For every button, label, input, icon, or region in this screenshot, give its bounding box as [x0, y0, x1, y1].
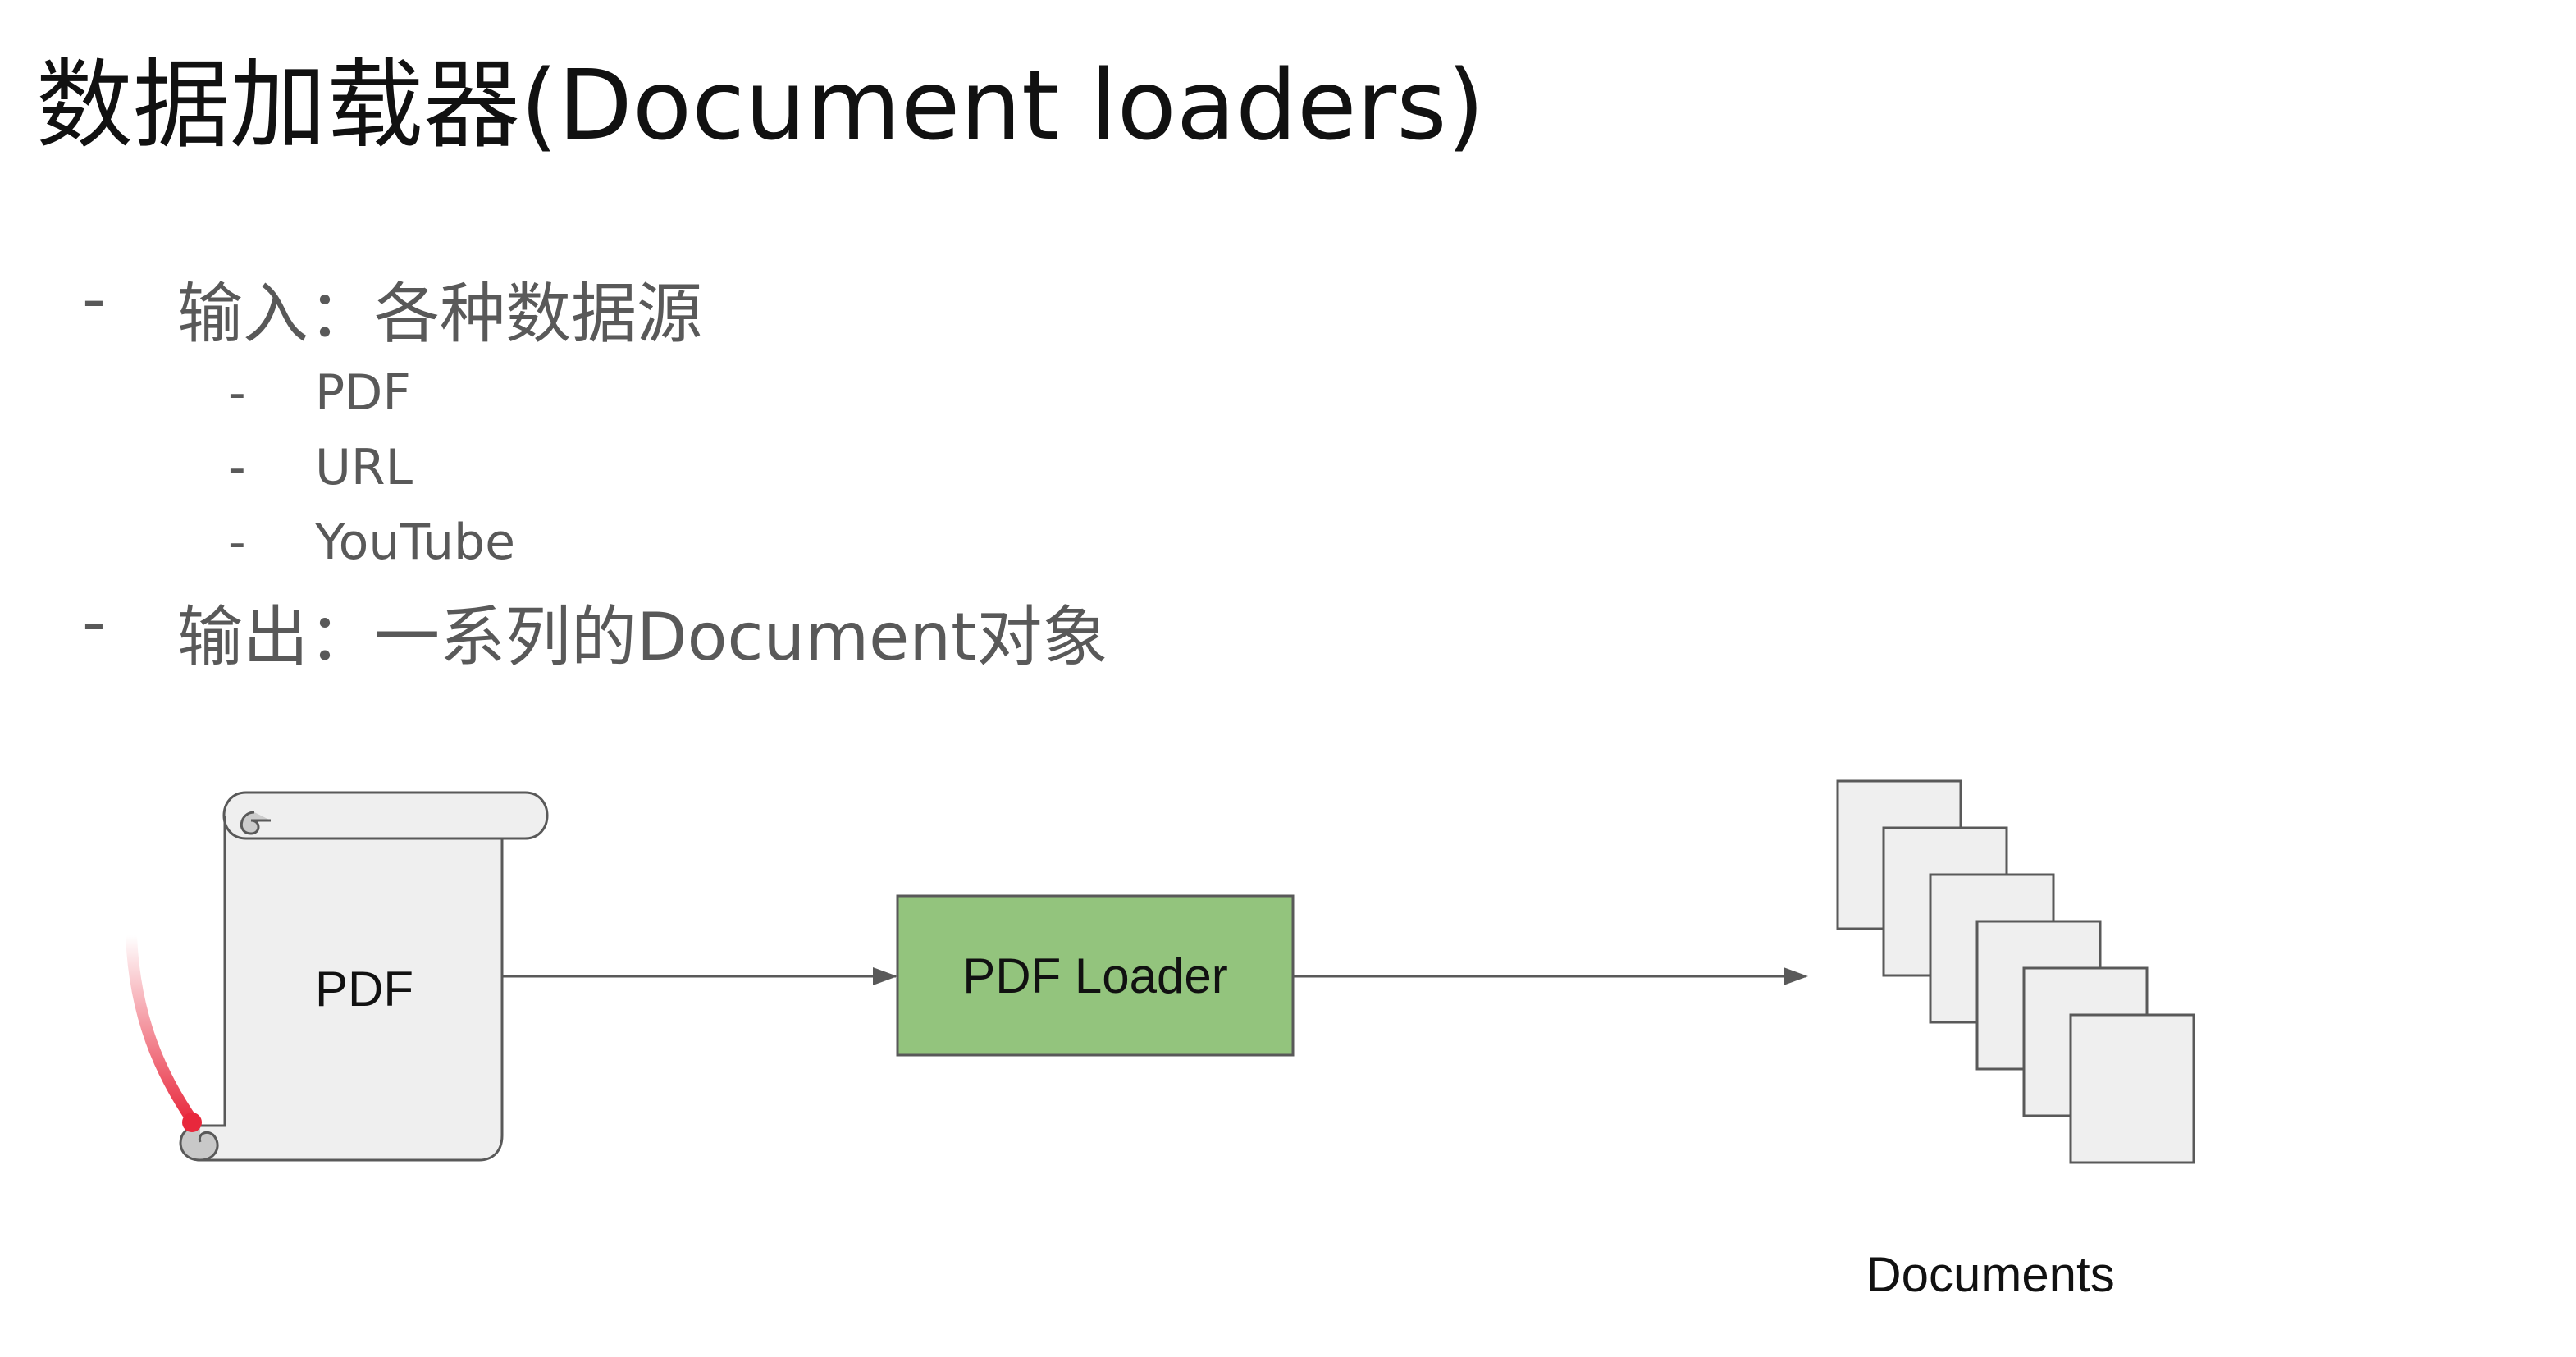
bullet-dash: -: [228, 514, 246, 571]
documents-label: Documents: [1866, 1247, 2114, 1302]
pointer-dot: [182, 1113, 202, 1132]
bullet-dash: -: [228, 364, 246, 422]
pdf-scroll-top-curl: [240, 811, 271, 835]
pdf-loader-node: PDF Loader: [896, 894, 1295, 1057]
document-page: [2069, 1013, 2195, 1164]
pdf-scroll-label: PDF: [315, 962, 413, 1017]
bullet-dash: -: [82, 584, 106, 660]
bullet-dash: -: [228, 439, 246, 496]
documents-node: Documents: [1836, 779, 2195, 1302]
sub-bullet-url-text: URL: [315, 439, 413, 496]
bullet-dash: -: [82, 261, 106, 337]
sub-bullet-youtube-text: YouTube: [315, 514, 515, 571]
bullet-output-text: 输出：一系列的Document对象: [177, 599, 1108, 675]
sub-bullet-pdf-text: PDF: [315, 364, 411, 422]
pdf-loader-box: [896, 894, 1295, 1057]
pointer-trail: [126, 930, 199, 1128]
bullet-input-text: 输入：各种数据源: [177, 276, 702, 352]
pdf-scroll-node: PDF: [179, 791, 549, 1162]
pdf-scroll-bottom-curl: [179, 1124, 219, 1162]
pdf-scroll-top-roll: [222, 791, 549, 840]
pdf-loader-label: PDF Loader: [962, 948, 1228, 1003]
slide-title: 数据加载器(Document loaders): [36, 48, 1485, 162]
